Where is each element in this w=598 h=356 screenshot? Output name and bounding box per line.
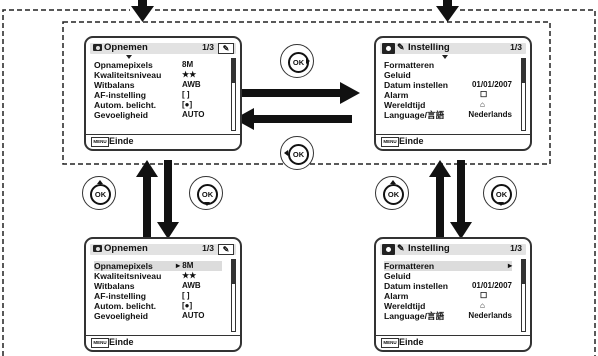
right-arrow-icon xyxy=(306,58,310,64)
scrollbar[interactable] xyxy=(231,58,236,131)
down-arrow-icon xyxy=(203,202,210,206)
screen-title: Instelling xyxy=(408,243,450,254)
scrollbar[interactable] xyxy=(521,259,526,332)
scrollbar-thumb[interactable] xyxy=(232,260,235,284)
ok-down-button-right[interactable]: OK xyxy=(483,176,517,210)
cursor-down-icon xyxy=(126,55,132,59)
camera-icon xyxy=(93,44,102,51)
screen-title: Opnemen xyxy=(104,243,148,254)
menu-item[interactable]: Wereldtijd⌂ xyxy=(384,100,485,110)
menu-item[interactable]: Geluid xyxy=(384,70,411,80)
menu-item[interactable]: Alarm☐ xyxy=(384,90,488,100)
scrollbar-thumb[interactable] xyxy=(522,260,525,284)
footer-exit-label: Einde xyxy=(109,337,134,347)
menu-button-icon: MENU xyxy=(91,338,109,348)
scrollbar-thumb[interactable] xyxy=(232,59,235,83)
page-indicator: 1/3 xyxy=(202,243,214,253)
ok-label: OK xyxy=(383,184,404,205)
screen-instelling-bottom: ✎ Instelling 1/3 Formatteren▸ Geluid Dat… xyxy=(374,237,532,352)
menu-item[interactable]: Wereldtijd⌂ xyxy=(384,301,485,311)
camera-tab-icon[interactable] xyxy=(382,244,395,255)
wrench-tab-icon[interactable]: ✎ xyxy=(218,43,234,54)
up-arrow-icon xyxy=(389,180,396,184)
up-arrow-icon xyxy=(96,180,103,184)
menu-button-icon: MENU xyxy=(381,137,399,147)
wrench-icon: ✎ xyxy=(397,243,405,253)
camera-tab-icon[interactable] xyxy=(382,43,395,54)
screen-opnemen-bottom: Opnemen 1/3 ✎ Opnamepixels▸ 8M Kwaliteit… xyxy=(84,237,242,352)
menu-item[interactable]: Autom. belicht.[●] xyxy=(94,100,193,110)
menu-item[interactable]: Formatteren xyxy=(384,60,435,70)
screen-title: Instelling xyxy=(408,42,450,53)
menu-item[interactable]: Kwaliteitsniveau★★ xyxy=(94,70,197,80)
ok-label: OK xyxy=(288,144,309,165)
screen-instelling-top: ✎ Instelling 1/3 Formatteren Geluid Datu… xyxy=(374,36,532,151)
menu-list: Opnamepixels▸ 8M Kwaliteitsniveau★★ Witb… xyxy=(94,261,222,321)
footer-exit-label: Einde xyxy=(109,136,134,146)
ok-up-button-right[interactable]: OK xyxy=(375,176,409,210)
camera-icon xyxy=(93,245,102,252)
page-indicator: 1/3 xyxy=(510,243,522,253)
ok-right-button[interactable]: OK xyxy=(280,44,314,78)
page-indicator: 1/3 xyxy=(510,42,522,52)
page-indicator: 1/3 xyxy=(202,42,214,52)
menu-item[interactable]: AF-instelling[ ] xyxy=(94,291,190,301)
menu-button-icon: MENU xyxy=(381,338,399,348)
ok-label: OK xyxy=(90,184,111,205)
menu-item[interactable]: AF-instelling[ ] xyxy=(94,90,190,100)
menu-item[interactable]: Geluid xyxy=(384,271,411,281)
left-arrow-icon xyxy=(284,150,288,156)
menu-item[interactable]: Autom. belicht.[●] xyxy=(94,301,193,311)
scrollbar-thumb[interactable] xyxy=(522,59,525,83)
ok-up-button-left[interactable]: OK xyxy=(82,176,116,210)
scrollbar[interactable] xyxy=(231,259,236,332)
wrench-tab-icon[interactable]: ✎ xyxy=(218,244,234,255)
down-arrow-icon xyxy=(497,202,504,206)
menu-button-icon: MENU xyxy=(91,137,109,147)
cursor-down-icon xyxy=(442,55,448,59)
ok-down-button-left[interactable]: OK xyxy=(189,176,223,210)
ok-left-button[interactable]: OK xyxy=(280,136,314,170)
menu-item[interactable]: Kwaliteitsniveau★★ xyxy=(94,271,197,281)
footer-exit-label: Einde xyxy=(399,337,424,347)
menu-item-selected[interactable]: Formatteren▸ xyxy=(384,261,512,271)
wrench-icon: ✎ xyxy=(397,42,405,52)
footer-exit-label: Einde xyxy=(399,136,424,146)
scrollbar[interactable] xyxy=(521,58,526,131)
menu-item[interactable]: Alarm☐ xyxy=(384,291,488,301)
screen-title: Opnemen xyxy=(104,42,148,53)
menu-item-selected[interactable]: Opnamepixels▸ 8M xyxy=(94,261,222,271)
